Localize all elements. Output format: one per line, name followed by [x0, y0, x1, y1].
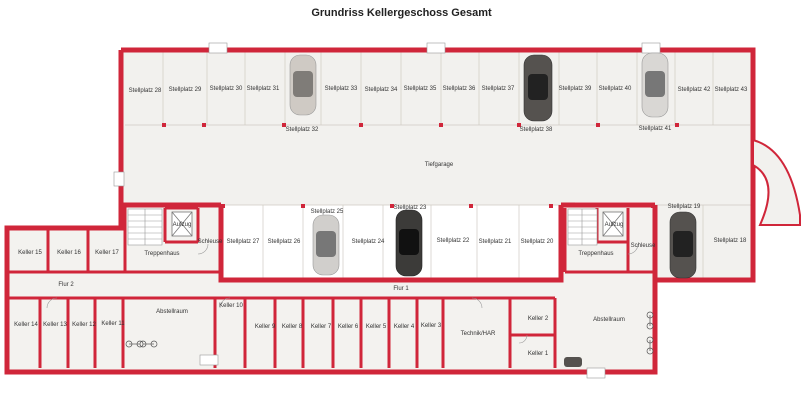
label-keller-14: Keller 14 — [14, 322, 38, 328]
label-stellplatz-38: Stellplatz 38 — [520, 127, 553, 133]
label-stellplatz-18: Stellplatz 18 — [714, 238, 747, 244]
label-stellplatz-22: Stellplatz 22 — [437, 238, 470, 244]
parking-lines-top — [125, 50, 750, 126]
label-stellplatz-34: Stellplatz 34 — [365, 87, 398, 93]
label-keller-1: Keller 1 — [528, 351, 549, 357]
label-stellplatz-27: Stellplatz 27 — [227, 239, 260, 245]
label-aufzug-left: Aufzug — [173, 222, 192, 228]
label-keller-10: Keller 10 — [219, 303, 243, 309]
window-icons — [113, 42, 661, 379]
label-stellplatz-20: Stellplatz 20 — [521, 239, 554, 245]
label-stellplatz-33: Stellplatz 33 — [325, 86, 358, 92]
label-schleuse-right: Schleuse — [631, 243, 656, 249]
label-keller-11: Keller 11 — [101, 321, 125, 327]
label-stellplatz-28: Stellplatz 28 — [129, 88, 162, 94]
label-keller-12: Keller 12 — [72, 322, 96, 328]
label-stellplatz-43: Stellplatz 43 — [715, 87, 748, 93]
label-stellplatz-24: Stellplatz 24 — [352, 239, 385, 245]
car-icon — [289, 52, 697, 367]
label-stellplatz-37: Stellplatz 37 — [482, 86, 515, 92]
parking-lines-bottom — [221, 204, 753, 278]
label-treppenhaus-left: Treppenhaus — [144, 251, 179, 257]
label-stellplatz-31: Stellplatz 31 — [247, 86, 280, 92]
stairs-icon — [127, 208, 598, 246]
label-flur-1: Flur 1 — [393, 286, 409, 292]
label-treppenhaus-right: Treppenhaus — [578, 251, 613, 257]
label-stellplatz-30: Stellplatz 30 — [210, 86, 243, 92]
ramp — [752, 138, 801, 226]
garage-area — [121, 50, 753, 280]
label-stellplatz-26: Stellplatz 26 — [268, 239, 301, 245]
label-stellplatz-21: Stellplatz 21 — [479, 239, 512, 245]
label-keller-4: Keller 4 — [394, 324, 415, 330]
bicycle-icon — [125, 311, 654, 355]
parking-labels-bottom: Stellplatz 27 Stellplatz 26 Stellplatz 2… — [227, 204, 747, 245]
room-labels: Aufzug Schleuse Treppenhaus Keller 15 Ke… — [14, 222, 656, 357]
label-technik-har: Technik/HAR — [461, 331, 496, 337]
label-stellplatz-41: Stellplatz 41 — [639, 126, 672, 132]
label-keller-8: Keller 8 — [282, 324, 303, 330]
label-stellplatz-19: Stellplatz 19 — [668, 204, 701, 210]
label-stellplatz-36: Stellplatz 36 — [443, 86, 476, 92]
label-abstellraum-right: Abstellraum — [593, 317, 625, 323]
plan-title: Grundriss Kellergeschoss Gesamt — [311, 7, 492, 19]
label-flur-2: Flur 2 — [58, 282, 74, 288]
label-keller-5: Keller 5 — [366, 324, 387, 330]
label-keller-2: Keller 2 — [528, 316, 549, 322]
interior-walls — [7, 205, 655, 368]
label-keller-9: Keller 9 — [255, 324, 276, 330]
label-stellplatz-25: Stellplatz 25 — [311, 209, 344, 215]
label-stellplatz-35: Stellplatz 35 — [404, 86, 437, 92]
lower-area — [7, 205, 655, 372]
label-stellplatz-29: Stellplatz 29 — [169, 87, 202, 93]
parking-labels-top: Stellplatz 28 Stellplatz 29 Stellplatz 3… — [129, 86, 748, 133]
label-aufzug-right: Aufzug — [605, 222, 624, 228]
label-keller-16: Keller 16 — [57, 250, 81, 256]
label-keller-15: Keller 15 — [18, 250, 42, 256]
label-keller-3: Keller 3 — [421, 323, 442, 329]
label-stellplatz-42: Stellplatz 42 — [678, 87, 711, 93]
label-stellplatz-39: Stellplatz 39 — [559, 86, 592, 92]
label-keller-13: Keller 13 — [43, 322, 67, 328]
label-tiefgarage: Tiefgarage — [425, 162, 454, 168]
label-stellplatz-32: Stellplatz 32 — [286, 127, 319, 133]
label-keller-17: Keller 17 — [95, 250, 119, 256]
label-stellplatz-23: Stellplatz 23 — [394, 205, 427, 211]
door-icon — [46, 243, 639, 344]
label-abstellraum-left: Abstellraum — [156, 309, 188, 315]
label-schleuse-left: Schleuse — [198, 239, 223, 245]
elevator-icon — [171, 211, 624, 237]
label-stellplatz-40: Stellplatz 40 — [599, 86, 632, 92]
label-keller-7: Keller 7 — [311, 324, 332, 330]
label-keller-6: Keller 6 — [338, 324, 359, 330]
